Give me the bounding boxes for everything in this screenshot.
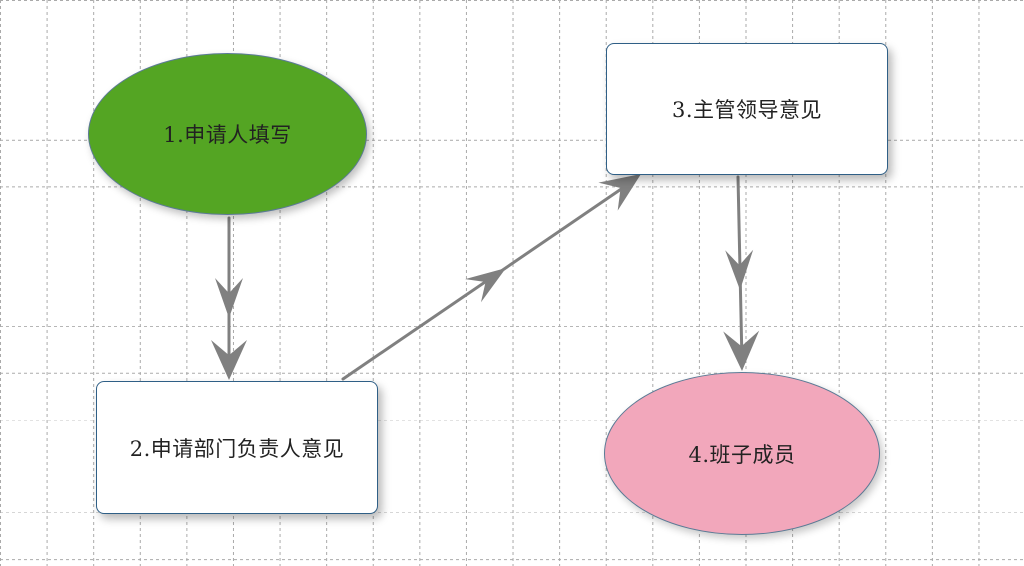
arrowhead [465, 268, 506, 303]
connector-line [736, 175, 744, 364]
arrowhead [215, 278, 243, 318]
edge-n2-to-n3 [341, 174, 641, 381]
node-label: 2.申请部门负责人意见 [129, 436, 345, 461]
node-department-head-opinion[interactable]: 2.申请部门负责人意见 [96, 381, 378, 514]
arrowhead [725, 249, 754, 290]
node-applicant-fill[interactable]: 1.申请人填写 [88, 53, 367, 215]
arrowhead [598, 174, 641, 211]
node-supervisor-opinion[interactable]: 3.主管领导意见 [606, 43, 888, 175]
arrowhead [211, 340, 247, 380]
edge-n3-to-n4 [723, 175, 760, 371]
connector-line [341, 181, 632, 381]
edge-n1-to-n2 [211, 216, 247, 380]
node-leadership-members[interactable]: 4.班子成员 [604, 372, 880, 535]
node-label: 3.主管领导意见 [671, 98, 823, 122]
arrowhead [723, 330, 760, 371]
node-label: 1.申请人填写 [163, 123, 292, 147]
node-label: 4.班子成员 [688, 442, 796, 467]
